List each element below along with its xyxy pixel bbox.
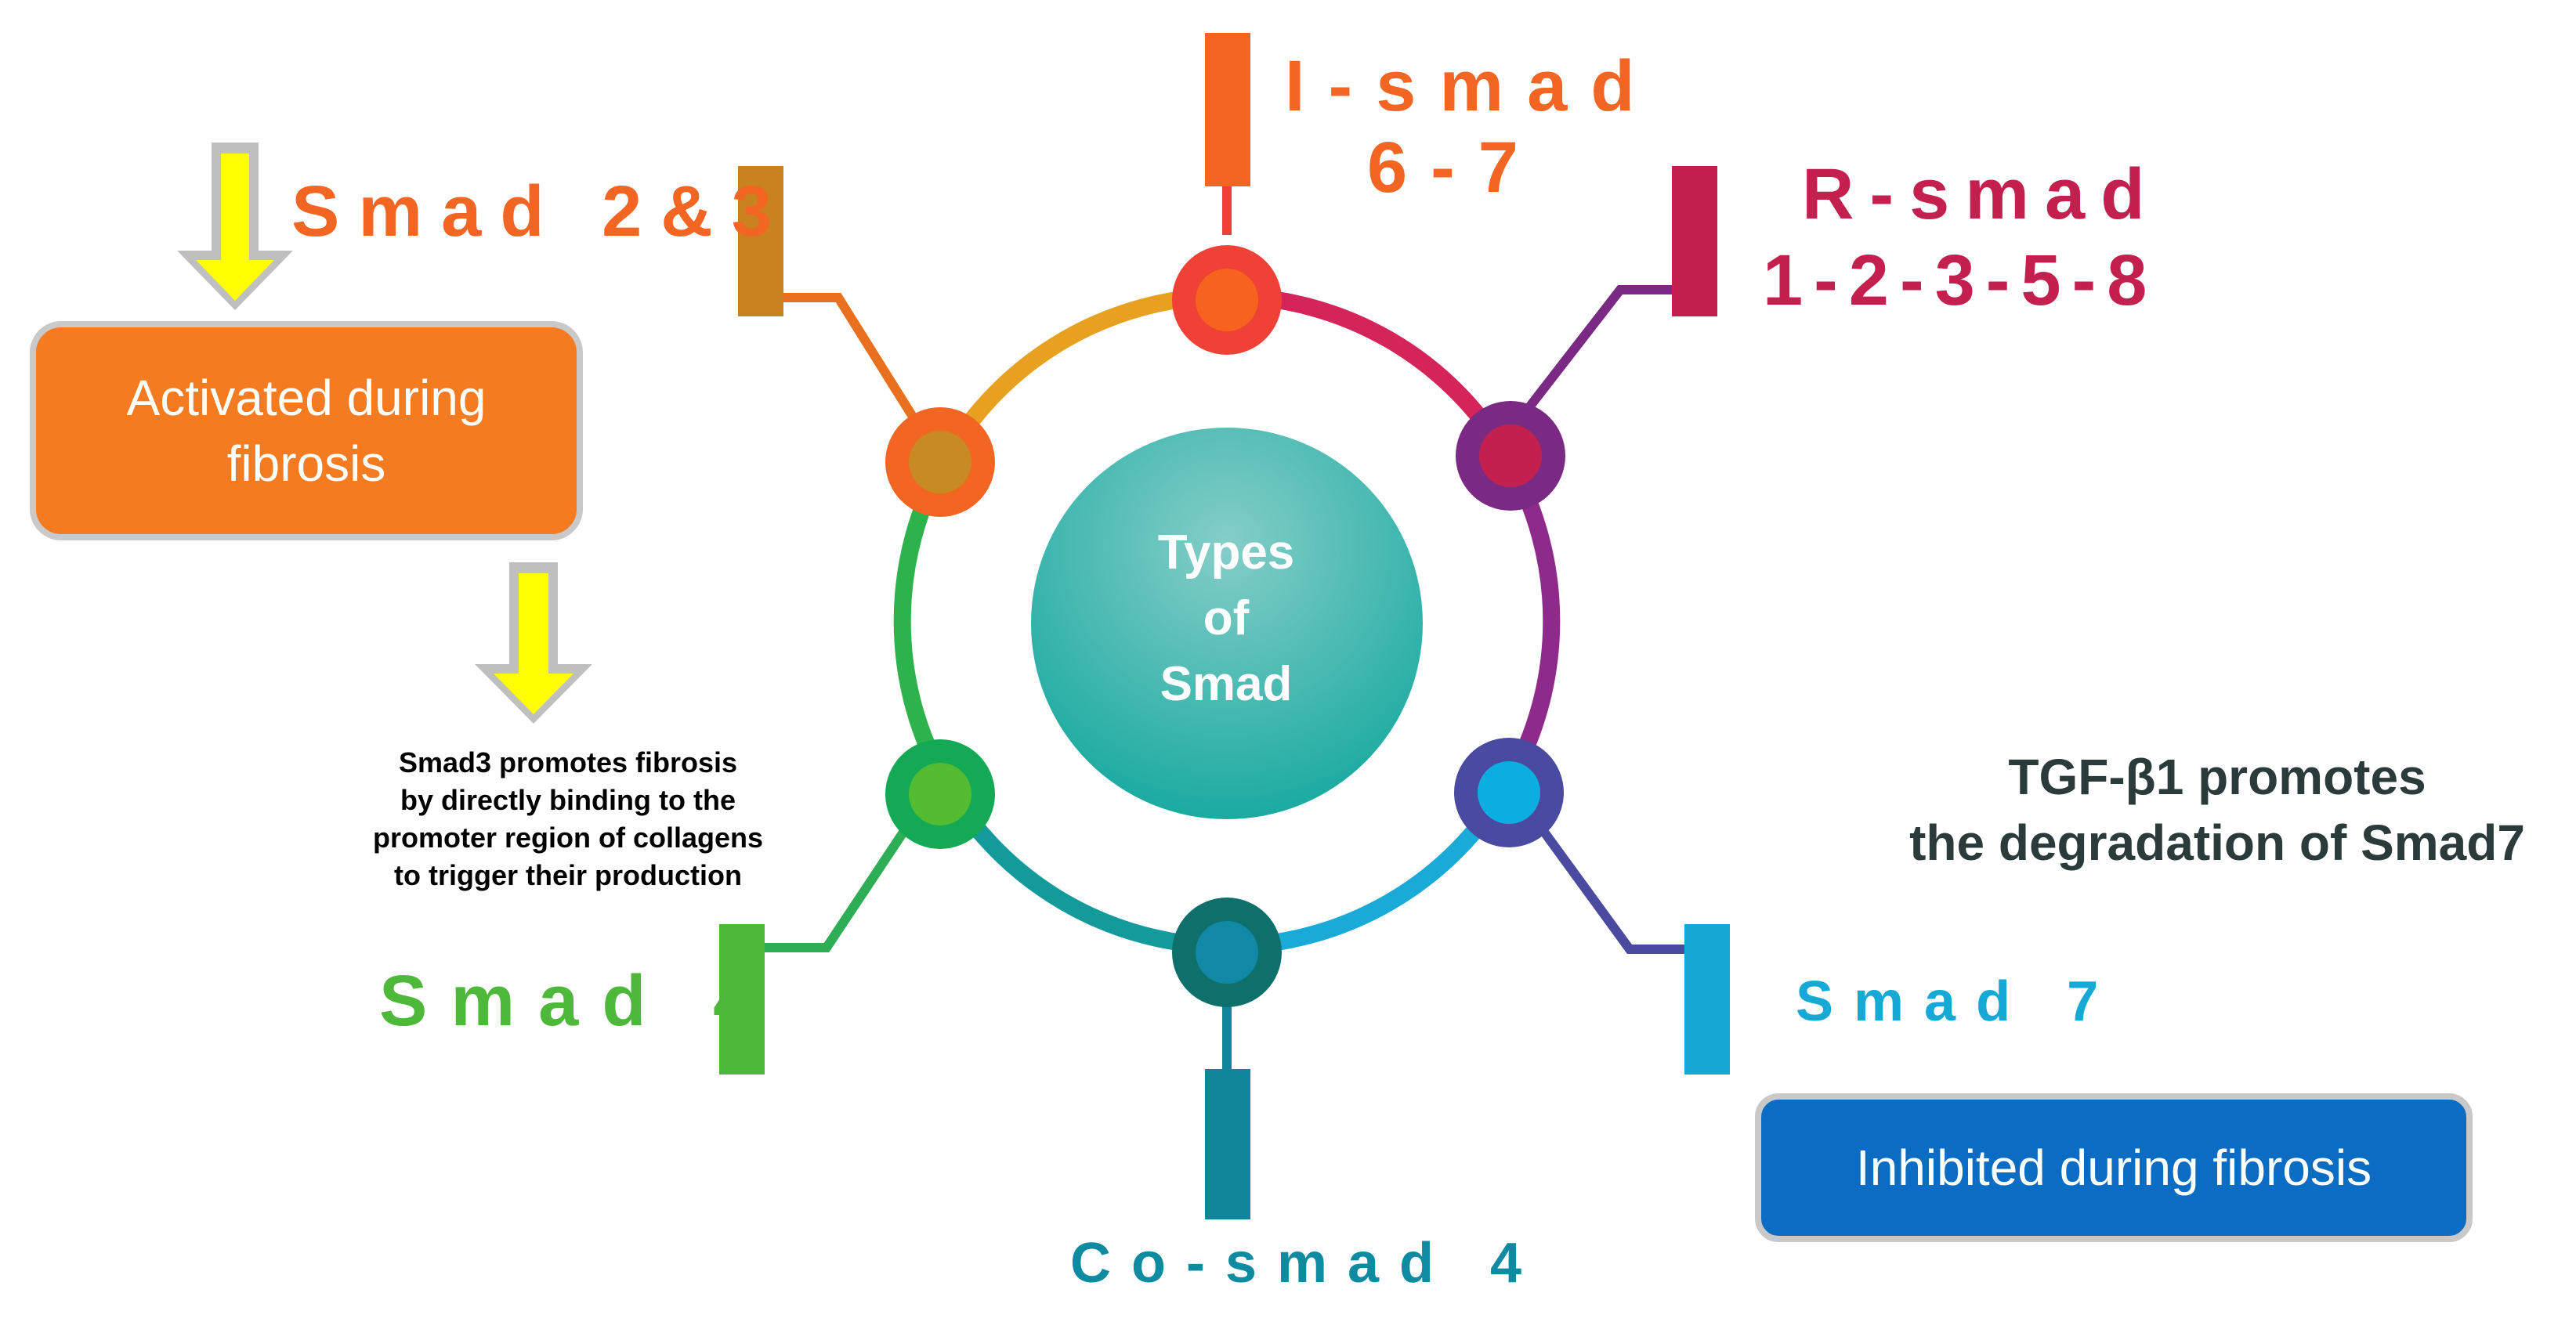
tgf-note-line2: the degradation of Smad7 — [1909, 815, 2525, 871]
bar-smad4 — [719, 924, 765, 1075]
tgf-note: TGF-β1 promotes the degradation of Smad7 — [1872, 744, 2562, 876]
ring-nodes — [885, 245, 1565, 1007]
label-r-smad-line2: 1-2-3-5-8 — [1763, 240, 2158, 320]
label-smad4: Smad 4 — [379, 961, 777, 1041]
down-arrow-icon — [475, 562, 592, 724]
label-i-smad-line1: I-smad — [1285, 46, 1659, 126]
inhibited-box: Inhibited during fibrosis — [1755, 1093, 2473, 1242]
node-i-smad — [1172, 245, 1282, 355]
down-arrow-icon — [177, 143, 293, 310]
connector-smad7 — [1533, 819, 1686, 954]
label-smad23: Smad 2&3 — [291, 172, 791, 251]
connector-smad23 — [782, 293, 921, 426]
bar-i-smad — [1205, 33, 1250, 186]
node-smad7 — [1454, 738, 1564, 847]
smad3-note: Smad3 promotes fibrosis by directly bind… — [337, 744, 799, 894]
inhibited-box-label: Inhibited during fibrosis — [1855, 1140, 2372, 1196]
connector-smad4 — [765, 811, 919, 952]
center-circle — [1031, 428, 1423, 819]
bar-smad7 — [1684, 924, 1730, 1075]
activated-box-line2: fibrosis — [226, 435, 386, 492]
bar-smad23 — [738, 166, 783, 316]
node-smad23 — [885, 407, 995, 517]
label-co-smad: Co-smad 4 — [1070, 1232, 1543, 1295]
center-label: Types of Smad — [1034, 517, 1418, 721]
label-bars — [719, 33, 1730, 1219]
smad3-note-line1: Smad3 promotes fibrosis — [398, 746, 738, 778]
bar-co-smad — [1205, 1069, 1250, 1219]
smad3-note-line2: by directly binding to the — [400, 784, 736, 816]
center-label-line1: Types — [1157, 526, 1295, 580]
node-co-smad — [1172, 898, 1282, 1007]
smad3-note-line3: promoter region of collagens — [372, 822, 764, 854]
tgf-note-line1: TGF-β1 promotes — [2008, 749, 2426, 805]
bar-r-smad — [1672, 166, 1717, 316]
center-label-line3: Smad — [1160, 657, 1293, 711]
label-i-smad-line2: 6-7 — [1367, 128, 1542, 208]
center-label-line2: of — [1203, 591, 1250, 645]
activated-box: Activated during fibrosis — [30, 321, 583, 540]
connector-r-smad — [1522, 285, 1675, 414]
activated-box-line1: Activated during — [126, 370, 487, 426]
label-r-smad-line1: R-smad — [1802, 154, 2161, 234]
node-r-smad — [1456, 401, 1565, 511]
label-smad7: Smad 7 — [1796, 970, 2119, 1033]
node-smad4 — [885, 739, 995, 849]
smad3-note-line4: to trigger their production — [394, 859, 742, 891]
